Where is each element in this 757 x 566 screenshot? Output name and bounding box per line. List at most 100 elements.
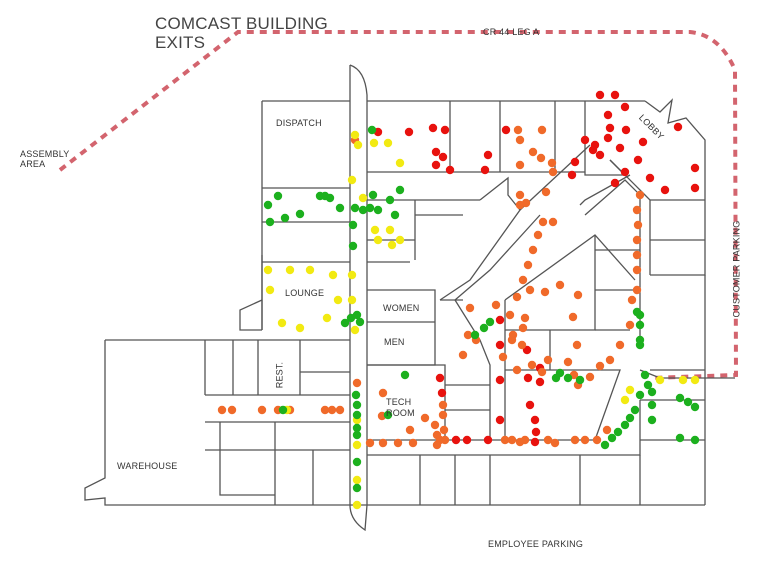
- orange-occupant-dot: [568, 312, 578, 322]
- green-occupant-dot: [647, 387, 657, 397]
- red-occupant-dot: [437, 388, 447, 398]
- room-tech-line-1: TECH: [386, 397, 412, 407]
- red-occupant-dot: [495, 315, 505, 325]
- orange-occupant-dot: [521, 198, 531, 208]
- yellow-occupant-dot: [347, 295, 357, 305]
- orange-occupant-dot: [520, 313, 530, 323]
- green-occupant-dot: [647, 415, 657, 425]
- green-occupant-dot: [613, 427, 623, 437]
- room-women: WOMEN: [383, 303, 420, 313]
- occupant-dots: [217, 90, 700, 510]
- room-lounge: LOUNGE: [285, 288, 325, 298]
- orange-occupant-dot: [528, 245, 538, 255]
- orange-occupant-dot: [438, 410, 448, 420]
- red-occupant-dot: [523, 373, 533, 383]
- yellow-occupant-dot: [678, 375, 688, 385]
- green-occupant-dot: [635, 390, 645, 400]
- orange-occupant-dot: [543, 435, 553, 445]
- wall-segment: [644, 98, 706, 276]
- orange-occupant-dot: [615, 340, 625, 350]
- red-occupant-dot: [483, 150, 493, 160]
- red-occupant-dot: [530, 415, 540, 425]
- orange-occupant-dot: [438, 400, 448, 410]
- orange-occupant-dot: [548, 217, 558, 227]
- red-occupant-dot: [621, 125, 631, 135]
- room-rest: REST.: [274, 361, 285, 389]
- orange-occupant-dot: [498, 352, 508, 362]
- red-occupant-dot: [690, 183, 700, 193]
- orange-occupant-dot: [439, 425, 449, 435]
- green-occupant-dot: [352, 410, 362, 420]
- orange-occupant-dot: [518, 323, 528, 333]
- green-occupant-dot: [340, 318, 350, 328]
- red-occupant-dot: [431, 160, 441, 170]
- green-occupant-dot: [348, 220, 358, 230]
- green-occupant-dot: [358, 205, 368, 215]
- green-occupant-dot: [348, 241, 358, 251]
- orange-occupant-dot: [393, 438, 403, 448]
- orange-occupant-dot: [520, 435, 530, 445]
- orange-occupant-dot: [335, 405, 345, 415]
- green-occupant-dot: [600, 440, 610, 450]
- orange-occupant-dot: [573, 290, 583, 300]
- green-occupant-dot: [352, 400, 362, 410]
- yellow-occupant-dot: [295, 323, 305, 333]
- orange-occupant-dot: [555, 280, 565, 290]
- yellow-occupant-dot: [305, 265, 315, 275]
- orange-occupant-dot: [632, 205, 642, 215]
- green-occupant-dot: [640, 370, 650, 380]
- exit-route-path: [58, 30, 739, 380]
- green-occupant-dot: [675, 433, 685, 443]
- wall-segment: [84, 340, 705, 506]
- green-occupant-dot: [373, 205, 383, 215]
- orange-occupant-dot: [513, 125, 523, 135]
- orange-occupant-dot: [632, 285, 642, 295]
- orange-occupant-dot: [217, 405, 227, 415]
- yellow-occupant-dot: [385, 225, 395, 235]
- red-occupant-dot: [588, 145, 598, 155]
- red-occupant-dot: [633, 155, 643, 165]
- red-occupant-dot: [610, 178, 620, 188]
- green-occupant-dot: [400, 370, 410, 380]
- green-occupant-dot: [346, 313, 356, 323]
- orange-occupant-dot: [408, 438, 418, 448]
- title-line-1: COMCAST BUILDING: [155, 14, 328, 33]
- green-occupant-dot: [647, 400, 657, 410]
- orange-occupant-dot: [458, 350, 468, 360]
- red-occupant-dot: [615, 143, 625, 153]
- orange-occupant-dot: [632, 265, 642, 275]
- green-occupant-dot: [479, 323, 489, 333]
- wall-segment: [505, 369, 621, 441]
- red-occupant-dot: [595, 150, 605, 160]
- wall-segment: [505, 235, 596, 331]
- yellow-occupant-dot: [373, 235, 383, 245]
- orange-occupant-dot: [352, 378, 362, 388]
- yellow-occupant-dot: [358, 193, 368, 203]
- green-occupant-dot: [620, 420, 630, 430]
- green-occupant-dot: [643, 380, 653, 390]
- green-occupant-dot: [683, 397, 693, 407]
- yellow-occupant-dot: [620, 395, 630, 405]
- orange-occupant-dot: [540, 287, 550, 297]
- green-occupant-dot: [690, 435, 700, 445]
- red-occupant-dot: [495, 340, 505, 350]
- orange-occupant-dot: [632, 235, 642, 245]
- orange-occupant-dot: [548, 167, 558, 177]
- building-walls: [84, 64, 735, 532]
- green-occupant-dot: [630, 405, 640, 415]
- green-occupant-dot: [383, 410, 393, 420]
- yellow-occupant-dot: [322, 313, 332, 323]
- yellow-occupant-dot: [352, 500, 362, 510]
- red-occupant-dot: [431, 147, 441, 157]
- green-occupant-dot: [265, 217, 275, 227]
- orange-occupant-dot: [547, 158, 557, 168]
- orange-occupant-dot: [432, 430, 442, 440]
- red-occupant-dot: [495, 415, 505, 425]
- green-occupant-dot: [352, 457, 362, 467]
- wall-segment: [454, 299, 491, 440]
- green-occupant-dot: [365, 203, 375, 213]
- room-warehouse: WAREHOUSE: [117, 461, 178, 471]
- orange-occupant-dot: [602, 425, 612, 435]
- green-occupant-dot: [395, 185, 405, 195]
- orange-occupant-dot: [491, 300, 501, 310]
